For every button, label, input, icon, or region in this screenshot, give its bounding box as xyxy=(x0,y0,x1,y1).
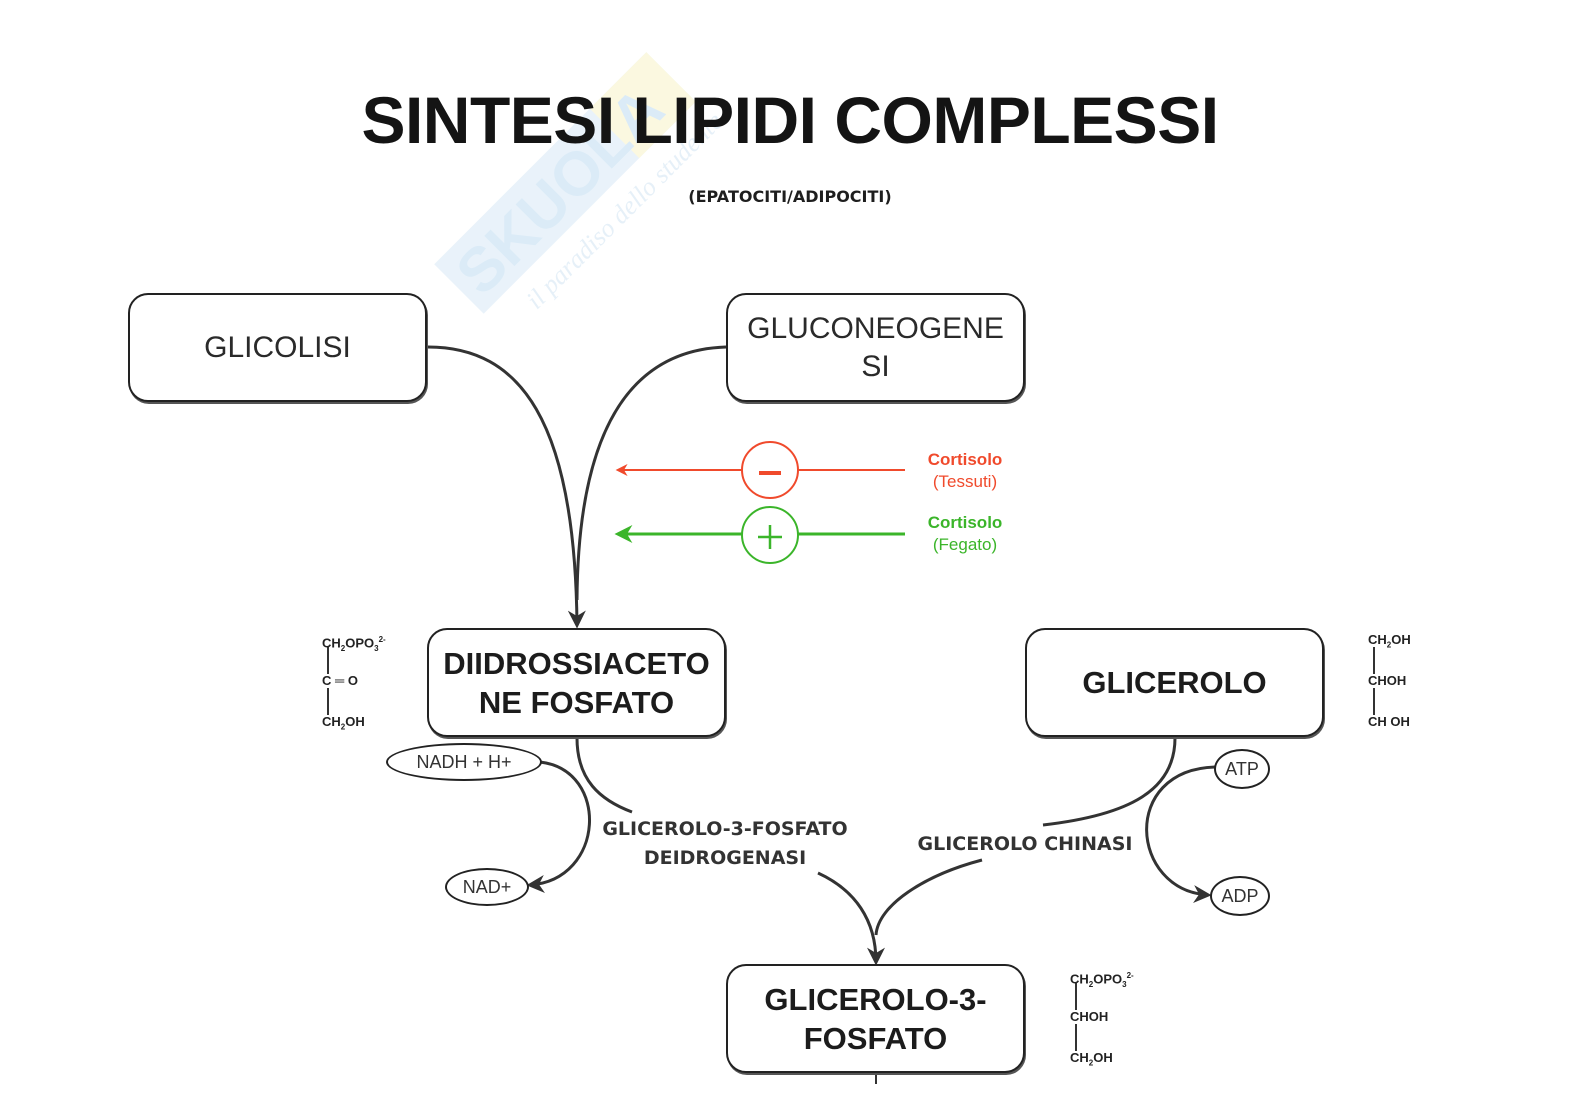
regulation-activator-label: Cortisolo (Fegato) xyxy=(915,512,1015,556)
node-g3p: GLICEROLO-3- FOSFATO xyxy=(726,964,1025,1073)
arrow-dhap-to-g3p xyxy=(817,871,885,966)
regulation-activator-line1: Cortisolo xyxy=(927,513,1003,532)
enzyme-glycerol-kinase-label: GLICEROLO CHINASI xyxy=(917,833,1133,855)
regulation-inhibitor-label: Cortisolo (Tessuti) xyxy=(915,449,1015,493)
enzyme-g3p-dehydrogenase-line1: GLICEROLO-3-FOSFATO xyxy=(602,818,848,840)
node-glicerolo: GLICEROLO xyxy=(1025,628,1324,737)
enzyme-g3p-dehydrogenase: GLICEROLO-3-FOSFATO DEIDROGENASI xyxy=(600,815,850,873)
node-g3p-line1: GLICEROLO-3- xyxy=(764,981,987,1017)
node-gluconeogenesi-line1: GLUCONEOGENE xyxy=(747,311,1004,345)
arrow-nadh-to-nad xyxy=(526,760,591,894)
curve-glicerolo-to-enzyme xyxy=(1042,737,1177,827)
bond-line xyxy=(1075,983,1077,1010)
bond-line xyxy=(1373,647,1375,674)
node-dhap-line2: NE FOSFATO xyxy=(478,684,675,720)
node-glicolisi-label: GLICOLISI xyxy=(204,330,351,364)
bond-line xyxy=(327,647,329,674)
curve-dhap-to-enzyme xyxy=(575,737,633,814)
enzyme-g3p-dehydrogenase-line2: DEIDROGENASI xyxy=(643,847,807,869)
arrow-glicolisi-to-dhap xyxy=(427,345,586,629)
node-dhap-line1: DIIDROSSIACETO xyxy=(443,645,710,681)
node-gluconeogenesi: GLUCONEOGENE SI xyxy=(726,293,1025,402)
formula-glicerolo-row2: CHOH xyxy=(1368,673,1407,688)
cofactor-adp: ADP xyxy=(1210,876,1270,916)
node-g3p-line2: FOSFATO xyxy=(803,1020,948,1056)
cofactor-nadh: NADH + H+ xyxy=(386,743,542,781)
cofactor-atp: ATP xyxy=(1214,749,1270,789)
node-dhap: DIIDROSSIACETO NE FOSFATO xyxy=(427,628,726,737)
formula-dhap-row3: CH2OH xyxy=(322,714,365,732)
cofactor-nad: NAD+ xyxy=(445,868,529,906)
bond-line xyxy=(1373,688,1375,715)
arrow-gluconeogenesi-to-dhap xyxy=(575,345,727,601)
inhibition-circle xyxy=(741,441,799,499)
arrow-atp-to-adp xyxy=(1145,765,1216,904)
bond-line xyxy=(327,688,329,715)
formula-glicerolo-row1: CH2OH xyxy=(1368,632,1411,650)
regulation-inhibitor-line2: (Tessuti) xyxy=(932,472,998,491)
page-title: SINTESI LIPIDI COMPLESSI xyxy=(361,83,1219,157)
formula-dhap-row1: CH2OPO32- xyxy=(322,635,386,653)
enzyme-glycerol-kinase: GLICEROLO CHINASI xyxy=(915,830,1135,859)
formula-g3p-row3: CH2OH xyxy=(1070,1050,1113,1068)
page-subtitle: (EPATOCITI/ADIPOCITI) xyxy=(688,187,892,206)
formula-g3p-row1: CH2OPO32- xyxy=(1070,971,1134,989)
cofactor-adp-label: ADP xyxy=(1221,885,1259,906)
node-glicolisi: GLICOLISI xyxy=(128,293,427,402)
cofactor-atp-label: ATP xyxy=(1225,758,1259,779)
regulation-inhibitor-line1: Cortisolo xyxy=(927,450,1003,469)
curve-enzyme-to-g3p xyxy=(874,858,983,936)
formula-g3p: CH2OPO32- CHOH CH2OH xyxy=(1070,969,1134,1068)
formula-glicerolo: CH2OH CHOH CH OH xyxy=(1368,633,1411,729)
regulation-activator-line2: (Fegato) xyxy=(932,535,998,554)
node-glicerolo-label: GLICEROLO xyxy=(1082,665,1267,700)
bond-line xyxy=(1075,1024,1077,1051)
cofactor-nad-label: NAD+ xyxy=(462,876,512,897)
cofactor-nadh-label: NADH + H+ xyxy=(416,751,512,772)
node-gluconeogenesi-line2: SI xyxy=(861,349,890,383)
formula-glicerolo-row3: CH OH xyxy=(1368,714,1410,729)
formula-dhap-row2: C ═ O xyxy=(322,673,358,688)
formula-dhap: CH2OPO32- C ═ O CH2OH xyxy=(322,633,386,732)
formula-g3p-row2: CHOH xyxy=(1070,1009,1109,1024)
